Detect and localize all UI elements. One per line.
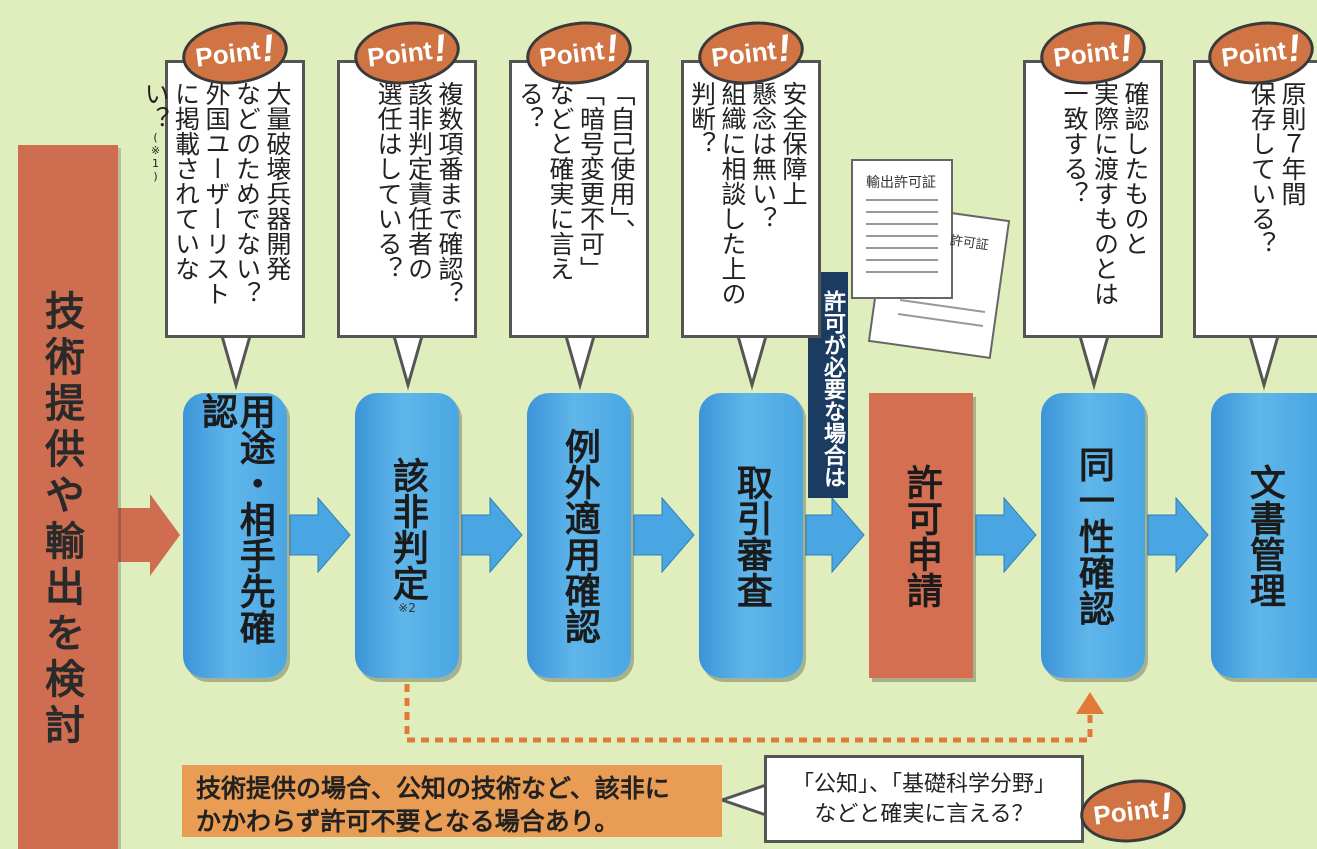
step-exception-check: 例外適用確認 xyxy=(527,393,631,678)
dotted-bypass-line xyxy=(404,684,1093,743)
callout-identity: 確認したものと 実際に渡すものとは 一致する？ xyxy=(1023,60,1163,338)
callout-line: 組織に相談した上の xyxy=(718,81,747,306)
step-label: 取引審査 xyxy=(730,463,772,608)
callout-tail-3 xyxy=(564,335,596,391)
step-label: 該非判定 xyxy=(386,456,428,601)
callout-tail-6 xyxy=(1248,335,1280,391)
step-identity-check: 同一性確認 xyxy=(1041,393,1145,678)
arrow-5-6 xyxy=(975,496,1037,574)
callout-line: 判断？ xyxy=(687,81,717,156)
callout-line: 懸念は無い？ xyxy=(748,81,778,231)
callout-line: 原則７年間 xyxy=(1278,81,1307,206)
callout-line: 複数項番まで確認？ xyxy=(435,81,464,306)
certificate-icon xyxy=(851,159,1011,359)
bottom-callout-tail xyxy=(717,783,767,817)
bottom-callout: 「公知」、「基礎科学分野」 などと確実に言える？ xyxy=(764,755,1084,843)
step-label: 用途・相手先確認 xyxy=(196,393,275,645)
callout-line: 外国ユーザーリスト xyxy=(202,81,231,306)
callout-line: 「自己使用」、 xyxy=(607,81,636,244)
callout-line: などのためでない？ xyxy=(232,81,262,306)
callout-classification: 複数項番まで確認？ 該非判定責任者の 選任はしている？ xyxy=(337,60,477,338)
callout-line: 一致する？ xyxy=(1060,81,1089,206)
dotted-bypass-arrowhead xyxy=(1076,692,1104,714)
callout-line: 選任はしている？ xyxy=(374,81,403,281)
step-label: 例外適用確認 xyxy=(558,427,600,644)
arrow-1-2 xyxy=(289,496,351,574)
permit-condition-tag: 許可が必要な場合は xyxy=(808,272,848,498)
callout-line: 「暗号変更不可」 xyxy=(576,81,606,281)
callout-line: 該非判定責任者の xyxy=(404,81,434,281)
arrow-4-5 xyxy=(805,496,865,574)
callout-tail-2 xyxy=(392,335,424,391)
callout-use-check: 大量破壊兵器開発 などのためでない？ 外国ユーザーリスト に掲載されていない？(… xyxy=(141,60,305,338)
step-label: 文書管理 xyxy=(1243,463,1285,608)
step-note: ※2 xyxy=(398,600,416,615)
callout-tail-4 xyxy=(736,335,768,391)
callout-documents: 原則７年間 保存している？ xyxy=(1193,60,1317,338)
callout-line: などと確実に言える？ xyxy=(515,81,576,281)
step-classification: 該非判定 ※2 xyxy=(355,393,459,678)
bottom-note-line: 技術提供の場合、公知の技術など、該非に xyxy=(196,774,670,803)
start-arrow xyxy=(118,494,180,576)
callout-tail-1 xyxy=(220,335,252,391)
callout-line: に掲載されていない？ xyxy=(141,81,201,281)
arrow-3-4 xyxy=(633,496,695,574)
callout-transaction: 安全保障上 懸念は無い？ 組織に相談した上の 判断？ xyxy=(681,60,821,338)
start-bar xyxy=(18,145,118,849)
certificate-title: 輸出許可証 xyxy=(866,175,936,191)
callout-note: (※1) xyxy=(149,131,162,183)
step-use-and-counterparty: 用途・相手先確認 xyxy=(183,393,287,678)
arrow-6-7 xyxy=(1147,496,1209,574)
step-permit-application: 許可申請 xyxy=(869,393,973,678)
callout-line: 実際に渡すものとは xyxy=(1090,81,1120,306)
callout-tail-5 xyxy=(1078,335,1110,391)
bottom-note: 技術提供の場合、公知の技術など、該非に かかわらず許可不要となる場合あり。 xyxy=(182,765,722,837)
callout-line: 確認したものと xyxy=(1121,81,1150,256)
callout-line: 安全保障上 xyxy=(779,81,808,206)
step-label: 許可申請 xyxy=(900,463,942,608)
bottom-callout-line: 「公知」、「基礎科学分野」 xyxy=(791,772,1056,797)
start-label: 技術提供や輸出を検討 xyxy=(38,290,84,750)
step-document-management: 文書管理 xyxy=(1211,393,1317,678)
callout-line: 保存している？ xyxy=(1247,81,1277,256)
callout-line: 大量破壊兵器開発 xyxy=(263,81,292,281)
bottom-note-line: かかわらず許可不要となる場合あり。 xyxy=(196,806,620,836)
arrow-2-3 xyxy=(461,496,523,574)
bottom-callout-line: などと確実に言える？ xyxy=(814,801,1034,827)
step-label: 同一性確認 xyxy=(1072,445,1114,626)
callout-exception: 「自己使用」、 「暗号変更不可」 などと確実に言える？ xyxy=(509,60,649,338)
step-transaction-review: 取引審査 xyxy=(699,393,803,678)
